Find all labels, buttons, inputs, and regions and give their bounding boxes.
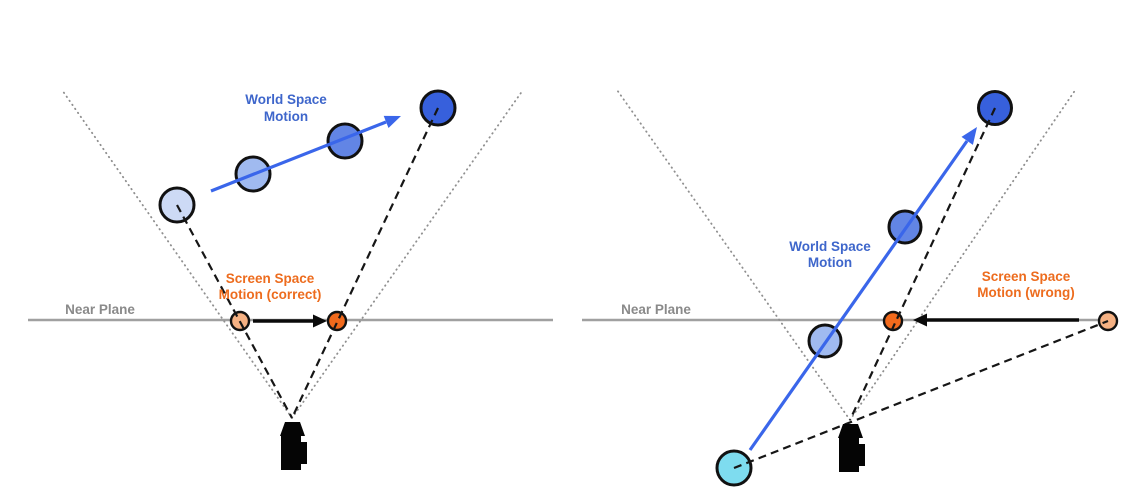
world-space-motion-arrow [748, 127, 977, 451]
camera-icon [280, 422, 307, 470]
world-arrow-head [383, 115, 401, 128]
screen-dot-end [326, 310, 348, 332]
world-arrow-head [961, 127, 977, 145]
frustum-left-edge-dotted [61, 89, 293, 419]
screen-space-motion-arrow [253, 314, 327, 328]
projection-ray-start [733, 319, 1109, 470]
camera-body [839, 438, 859, 472]
frustum-left-edge-dotted [616, 89, 851, 421]
panel-correct: Near Plane World Space Motion Screen Spa… [28, 89, 553, 470]
screen-space-motion-arrow [913, 313, 1079, 327]
frustum-right-edge-dotted [849, 88, 1077, 421]
screen-space-motion-label-line1: Screen Space [982, 269, 1071, 284]
screen-space-motion-label-line1: Screen Space [226, 271, 315, 286]
screen-arrow-head [913, 313, 927, 327]
world-space-motion-label-line2: Motion [264, 109, 308, 124]
camera-lens [280, 422, 305, 436]
camera-grip [301, 442, 307, 464]
near-plane-label: Near Plane [621, 302, 691, 317]
screen-space-motion-label-line2: Motion (wrong) [977, 285, 1074, 300]
world-space-motion-label-line1: World Space [789, 239, 871, 254]
camera-body [281, 436, 301, 470]
projection-ray-end [849, 107, 996, 421]
screen-arrow-head [313, 314, 327, 328]
frustum-right-edge-dotted [291, 89, 524, 419]
world-space-motion-arrow [210, 115, 401, 193]
camera-grip [859, 444, 865, 466]
panel-wrong: Near Plane World Space Motion Screen Spa… [582, 88, 1119, 487]
near-plane-label: Near Plane [65, 302, 135, 317]
world-arrow-shaft [748, 140, 969, 451]
projection-ray-start [176, 204, 293, 419]
world-arrow-shaft [210, 120, 387, 193]
world-space-motion-label-line2: Motion [808, 255, 852, 270]
screen-space-motion-label-line2: Motion (correct) [219, 287, 322, 302]
world-space-motion-label-line1: World Space [245, 92, 327, 107]
object-circle-t2 [326, 122, 364, 160]
projection-ray-end [291, 107, 439, 419]
camera-icon [838, 424, 865, 472]
camera-lens [838, 424, 863, 438]
